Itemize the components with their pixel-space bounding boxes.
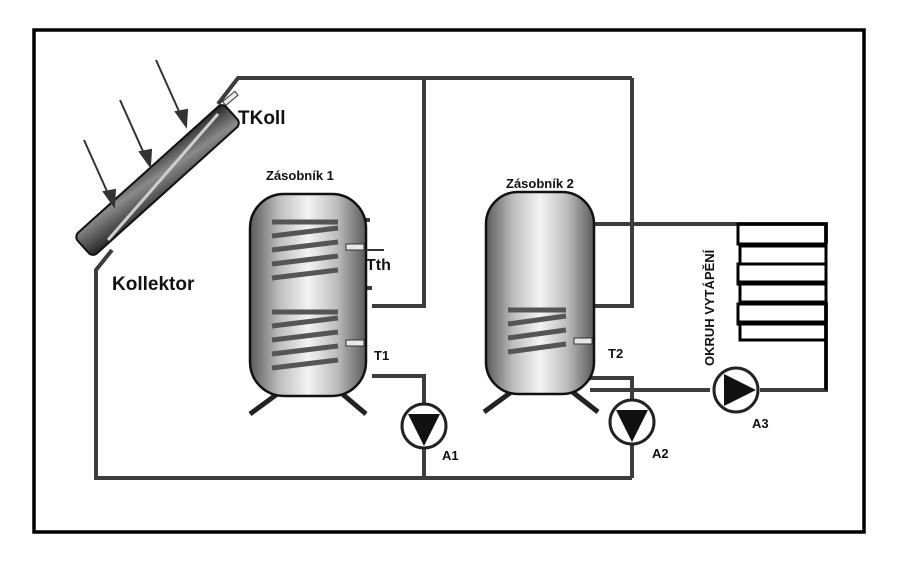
collector-panel bbox=[75, 104, 240, 256]
pipe-collector-supply bbox=[216, 76, 632, 106]
pump-a3-arrow bbox=[724, 374, 756, 406]
pipe-supply-tank2 bbox=[590, 78, 634, 308]
pump-a2-arrow bbox=[616, 410, 648, 442]
diagram-frame bbox=[32, 28, 866, 534]
tank2-body bbox=[484, 190, 596, 396]
tank1-upper-coil bbox=[271, 219, 339, 281]
tth-label: Tth bbox=[366, 257, 391, 274]
sun-ray-1 bbox=[83, 139, 111, 199]
a3-label: A3 bbox=[752, 416, 769, 431]
pipe-a3-loop bbox=[760, 302, 828, 392]
a2-label: A2 bbox=[652, 446, 669, 461]
t1-label: T1 bbox=[374, 348, 389, 363]
t1-sensor bbox=[345, 339, 365, 347]
tank2-coil bbox=[507, 307, 567, 355]
pipe-tank1-a1 bbox=[372, 374, 426, 404]
pipe-tank2-loop bbox=[590, 222, 828, 244]
tank1-title: Zásobník 1 bbox=[266, 168, 334, 183]
tank-2 bbox=[482, 190, 600, 415]
sun-ray-2-head bbox=[138, 148, 153, 169]
pump-a1-arrow bbox=[408, 414, 440, 446]
collector-highlight bbox=[106, 113, 220, 241]
pipe-supply-tank1 bbox=[372, 78, 426, 308]
pipe-collector-return bbox=[94, 248, 632, 480]
sun-ray-3-head bbox=[174, 108, 189, 129]
t2-label: T2 bbox=[608, 346, 623, 361]
tank2-title: Zásobník 2 bbox=[506, 176, 574, 191]
tank1-leg-right bbox=[338, 390, 368, 416]
pump-a1 bbox=[400, 402, 448, 450]
pump-a3 bbox=[712, 366, 760, 414]
pipe-tank2-a2 bbox=[590, 376, 634, 400]
heating-circuit-coil bbox=[736, 222, 828, 344]
pump-a2 bbox=[608, 398, 656, 446]
tank1-lower-coil bbox=[271, 309, 339, 371]
sun-rays bbox=[83, 59, 189, 209]
tank2-leg-right bbox=[568, 388, 600, 414]
heating-circuit-serpentine bbox=[738, 226, 828, 390]
a1-label: A1 bbox=[442, 448, 459, 463]
tkoll-label: TKoll bbox=[238, 108, 286, 129]
tkoll-sensor bbox=[221, 90, 239, 107]
tth-sensor bbox=[345, 243, 365, 251]
t2-sensor bbox=[573, 337, 593, 345]
sun-ray-2 bbox=[119, 99, 147, 159]
sun-ray-1-head bbox=[102, 188, 117, 209]
solar-collector bbox=[75, 90, 240, 256]
collector-label: Kollektor bbox=[112, 274, 195, 295]
heating-circuit-label: OKRUH VYTÁPĚNÍ bbox=[702, 249, 717, 366]
sun-ray-3 bbox=[155, 59, 183, 119]
tank-1 bbox=[248, 192, 384, 417]
